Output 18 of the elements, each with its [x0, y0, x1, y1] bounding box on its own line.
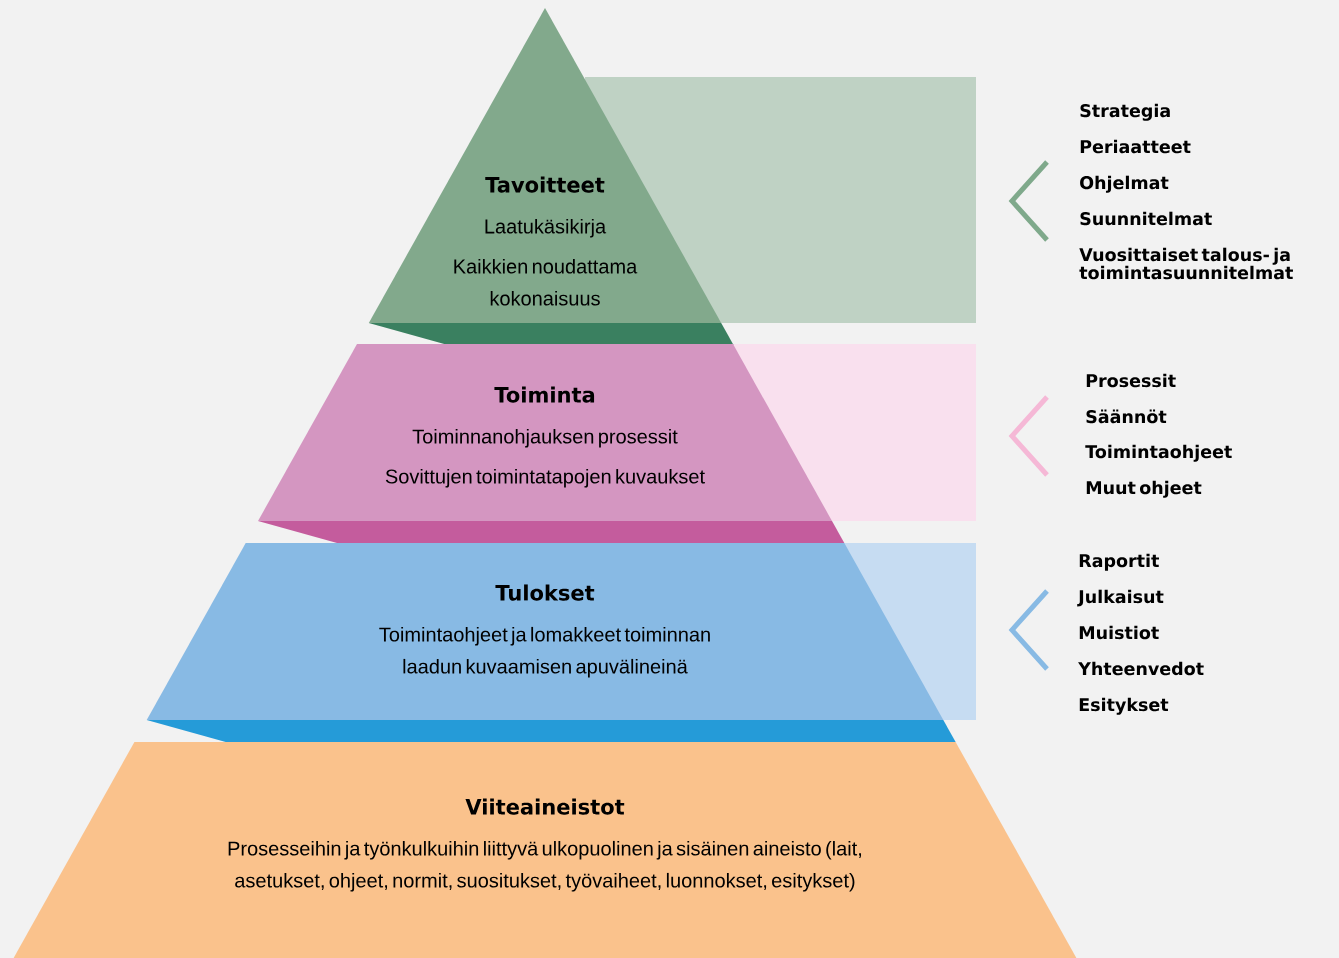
list-item: Strategia: [1080, 103, 1170, 121]
list-item: Muut ohjeet: [1086, 480, 1202, 498]
pyramid-level: Toiminta Toiminnanohjauksen prosessit Sovittujen toimintatapojen kuvaukset: [258, 344, 845, 543]
list-item: Ohjelmat: [1080, 175, 1169, 193]
list-item: Julkaisut: [1077, 589, 1164, 607]
list-item: Raportit: [1079, 553, 1159, 571]
list-item: Periaatteet: [1080, 139, 1191, 154]
list-item: Esitykset: [1079, 697, 1169, 715]
list-item: Muistiot: [1079, 625, 1159, 640]
list-item: Prosessit: [1086, 373, 1176, 388]
pyramid-level: Viiteaineistot Prosesseihin ja työnkulkuihin liittyvä ulkopuolinen ja sisäinen aineisto (lait, asetukset, ohjeet, normit, suositukset, työvaiheet, luonnokset, esitykset): [13, 742, 1077, 958]
pyramid-level: Tulokset Toimintaohjeet ja lomakkeet toiminnan laadun kuvaamisen apuvälineinä: [146, 543, 956, 742]
pyramid-level: Tavoitteet Laatukäsikirja Kaikkien noudattama kokonaisuus: [368, 8, 734, 345]
list-item: Toimintaohjeet: [1085, 444, 1232, 462]
list-item: Suunnitelmat: [1080, 211, 1212, 226]
list-item: Vuosittaiset talous- ja toimintasuunnitelmat: [1079, 247, 1293, 280]
list-item: Yhteenvedot: [1078, 661, 1204, 676]
list-item: Säännöt: [1086, 409, 1167, 424]
